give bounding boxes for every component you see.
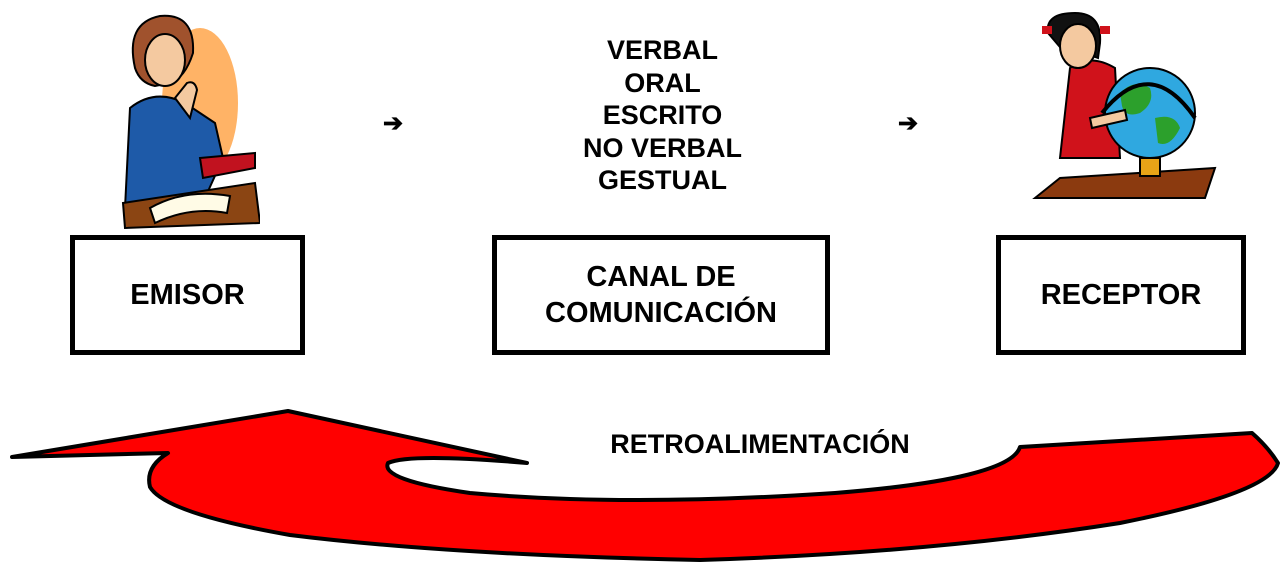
channel-type-item: GESTUAL	[597, 165, 727, 195]
canal-label-line2: COMUNICACIÓN	[545, 297, 777, 329]
channel-type-item: ORAL	[624, 67, 701, 98]
channel-type-item: VERBAL	[606, 35, 718, 65]
channel-type-item: NO VERBAL	[582, 132, 742, 163]
right-arrow-icon: ➔	[898, 110, 919, 137]
woman-at-desk-icon	[121, 14, 260, 230]
channel-type-item: ESCRITO	[602, 100, 723, 130]
receptor-label: RECEPTOR	[1040, 279, 1202, 311]
channel-types-list: VERBAL ORAL ESCRITO NO VERBAL GESTUAL	[540, 34, 785, 197]
canal-label-line1: CANAL DE	[586, 261, 736, 293]
receptor-box: RECEPTOR	[996, 235, 1246, 355]
feedback-arrow	[10, 409, 1280, 562]
girl-with-globe-icon	[1032, 11, 1217, 199]
emisor-box: EMISOR	[70, 235, 305, 355]
emisor-label: EMISOR	[130, 279, 245, 311]
feedback-label: RETROALIMENTACIÓN	[610, 429, 910, 459]
right-arrow-icon: ➔	[383, 110, 404, 137]
canal-box: CANAL DE COMUNICACIÓN	[492, 235, 830, 355]
